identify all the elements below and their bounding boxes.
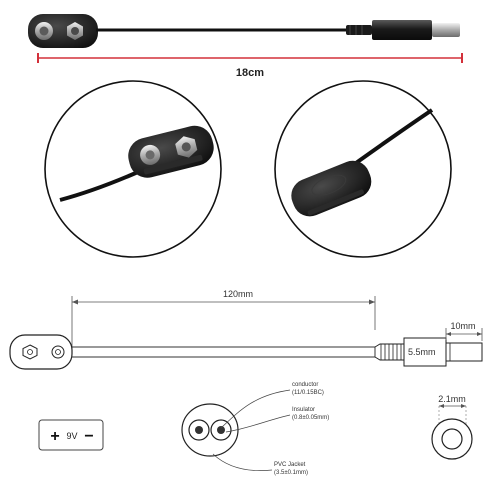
battery-snap-icon [28, 14, 98, 48]
conductor-label: conductor [292, 382, 318, 388]
cable-cross-section: conductor (11/0.15BC) Insulator (0.8±0.0… [181, 382, 329, 476]
voltage-label: 9V [66, 431, 77, 441]
snap-back-closeup [274, 80, 452, 258]
snap-outline-icon [9, 334, 73, 370]
positive-symbol: + [50, 428, 59, 445]
negative-symbol: − [84, 428, 93, 445]
dc-barrel-plug-icon [346, 20, 460, 40]
snap-closeup [44, 80, 222, 258]
length-measure: 18cm [37, 53, 463, 79]
length-dimension: 120mm [223, 289, 253, 299]
dimension-diagram: 120mm 5.5mm [9, 289, 483, 460]
jacket-label: PVC Jacket [274, 462, 306, 468]
strain-relief-outline [374, 343, 405, 361]
polarity-indicator: + 9V − [38, 419, 104, 451]
cable-photo [28, 14, 460, 48]
jacket-spec: (3.5±0.1mm) [274, 470, 308, 476]
conductor-spec: (11/0.15BC) [292, 390, 324, 396]
insulator-spec: (0.8±0.05mm) [292, 415, 329, 421]
insulator-label: Insulator [292, 407, 315, 413]
plug-face-icon: 2.1mm [431, 394, 473, 460]
plug-length-label: 10mm [450, 321, 475, 331]
inner-diameter-label: 2.1mm [438, 394, 466, 404]
length-label: 18cm [236, 67, 264, 79]
plug-diameter-label: 5.5mm [408, 347, 436, 357]
